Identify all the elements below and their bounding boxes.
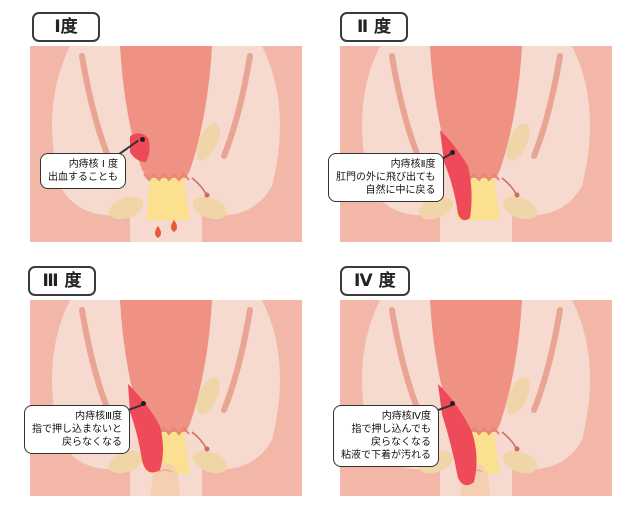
blood-drop [171, 220, 177, 232]
vessel-line [501, 431, 517, 449]
vessel-line [191, 177, 207, 195]
panel-grade-2 [340, 46, 612, 242]
fat-pad [192, 450, 228, 474]
internal-hemorrhoid [440, 130, 472, 221]
fat-pad [502, 196, 538, 220]
fat-pad [196, 123, 220, 161]
left-fold-line [79, 53, 111, 159]
callout-line: 粘液で下着が汚れる [341, 450, 431, 461]
right-fold-line [221, 53, 253, 159]
callout-box: 内痔核 Ⅰ 度 出血することも [40, 153, 126, 189]
panel-title: Ⅰ度 [32, 12, 100, 42]
left-fold-line [79, 307, 111, 413]
callout-line: 自然に中に戻る [365, 185, 436, 196]
blood-drop [155, 226, 161, 238]
callout-line: 指で押し込んでも [351, 424, 432, 435]
right-muscle-band [202, 46, 302, 242]
right-muscle-band [512, 300, 612, 496]
fat-pad [502, 450, 538, 474]
fat-pad [192, 196, 228, 220]
vessel-line [501, 177, 517, 195]
callout-pointer-dot [140, 137, 145, 142]
right-muscle-band [512, 46, 612, 242]
callout-line: 戻らなくなる [62, 437, 122, 448]
panel-title: Ⅲ 度 [28, 266, 96, 296]
callout-line: 肛門の外に飛び出ても [336, 172, 436, 183]
anatomy-illustration [30, 300, 302, 496]
right-fold-line [221, 307, 253, 413]
callout-line: 内痔核Ⅲ度 [75, 411, 122, 422]
right-fold-line [531, 307, 563, 413]
vessel-end [204, 446, 210, 452]
callout-line: 戻らなくなる [371, 437, 431, 448]
finger [150, 464, 180, 496]
fat-pad [506, 377, 530, 415]
left-fold-line [389, 53, 421, 159]
rectum [430, 300, 522, 432]
fat-pad [506, 123, 530, 161]
right-fold-line [531, 53, 563, 159]
panel-grade-3 [30, 300, 302, 496]
fat-pad [108, 196, 144, 220]
fat-pad [418, 196, 454, 220]
dentate-line [143, 172, 190, 182]
fat-pad [108, 450, 144, 474]
callout-box: 内痔核Ⅱ度 肛門の外に飛び出ても 自然に中に戻る [328, 153, 444, 202]
panel-title: Ⅳ 度 [340, 266, 410, 296]
callout-box: 内痔核Ⅳ度 指で押し込んでも 戻らなくなる 粘液で下着が汚れる [333, 405, 439, 467]
fat-pad [196, 377, 220, 415]
vessel-line [191, 431, 207, 449]
anatomy-illustration [340, 46, 612, 242]
left-muscle-band [30, 46, 130, 242]
callout-line: 内痔核Ⅳ度 [381, 411, 431, 422]
callout-pointer-dot [141, 401, 146, 406]
right-muscle-band [202, 300, 302, 496]
left-fold-line [389, 307, 421, 413]
callout-line: 内痔核Ⅱ度 [390, 159, 436, 170]
anal-canal [146, 178, 190, 220]
callout-box: 内痔核Ⅲ度 指で押し込まないと 戻らなくなる [24, 405, 130, 454]
vessel-end [204, 192, 210, 198]
internal-hemorrhoid [438, 384, 477, 486]
rectum [120, 300, 212, 432]
callout-line: 出血することも [48, 172, 118, 183]
callout-pointer-dot [450, 401, 455, 406]
fingernail [157, 469, 173, 473]
vessel-end [514, 446, 520, 452]
callout-line: 指で押し込まないと [32, 424, 122, 435]
panel-title: Ⅱ 度 [340, 12, 408, 42]
callout-line: 内痔核 Ⅰ 度 [68, 159, 118, 170]
anatomy-illustration [30, 46, 302, 242]
vessel-end [514, 192, 520, 198]
panel-grade-1 [30, 46, 302, 242]
callout-pointer-dot [450, 150, 455, 155]
